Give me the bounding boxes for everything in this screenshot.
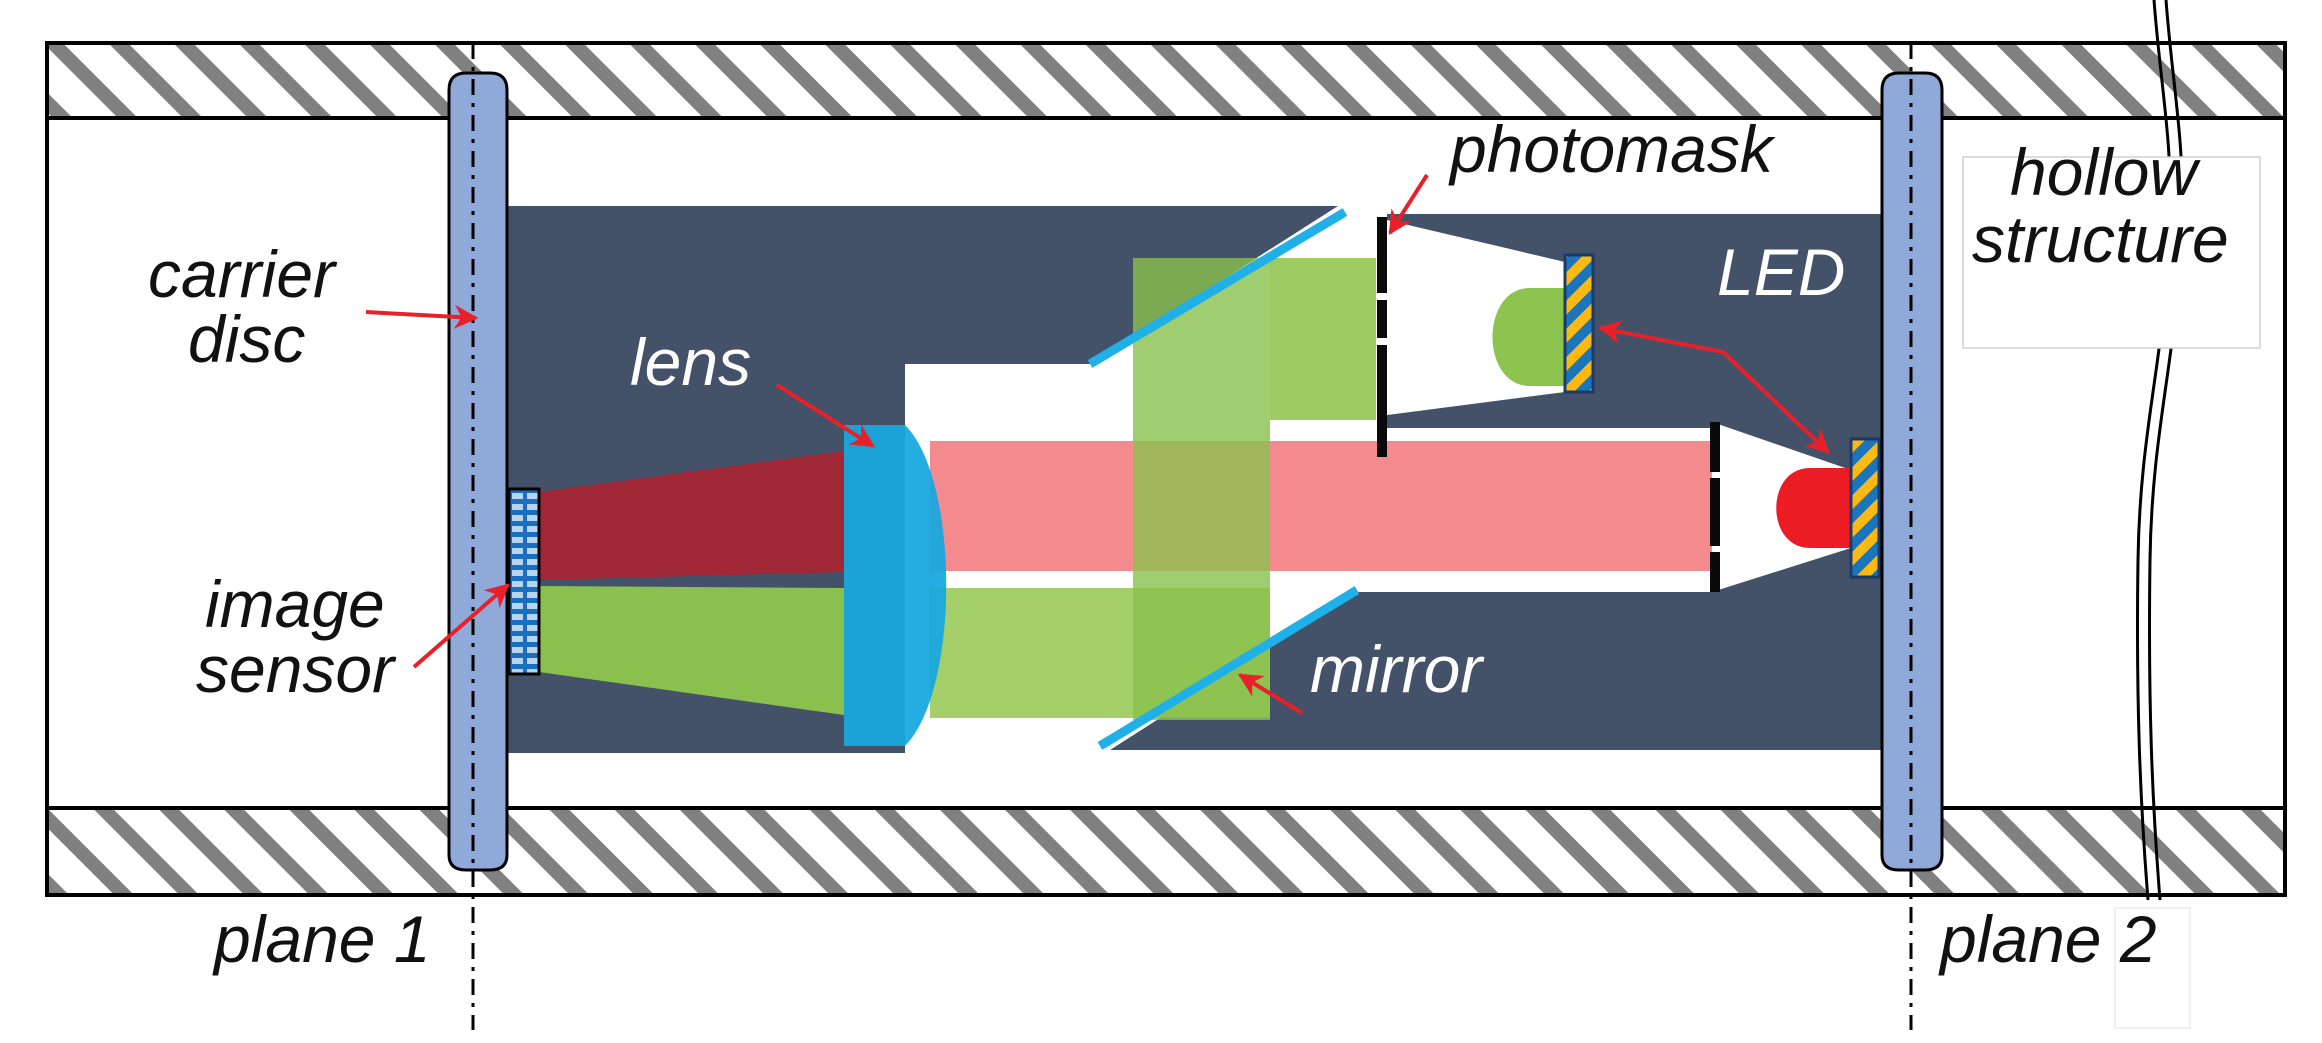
lens-label: lens (630, 325, 751, 399)
carrier-disc-label-1: carrier (148, 237, 338, 311)
break-mark (2135, 0, 2184, 901)
led-arrow (1597, 320, 1830, 454)
bottom-wall-hatch (45, 806, 2287, 897)
green-led (1492, 288, 1565, 386)
plane2-label-box (2114, 907, 2191, 1029)
carrier-disc-label-2: disc (188, 302, 305, 376)
red-led (1776, 468, 1851, 548)
mirror-bottom (1097, 586, 1360, 750)
photomask-label: photomask (1448, 112, 1776, 186)
photomask-upper (1377, 217, 1387, 457)
hollow-structure-label-box (1962, 156, 2261, 349)
photomask-arrow (1388, 173, 1429, 236)
lens (844, 425, 947, 746)
red-beam-focused (539, 451, 844, 580)
annotation-arrows (365, 173, 1830, 715)
green-beam-upper (1270, 258, 1376, 420)
mirror-top (1087, 208, 1348, 368)
carrier-disc-1 (447, 43, 509, 1030)
photomask-lower (1710, 422, 1720, 592)
hollow-structure-label-2: structure (1972, 202, 2229, 276)
green-led-chip (1563, 253, 1595, 394)
image-sensor-label-1: image (205, 567, 385, 641)
mirror-arrow (1237, 673, 1304, 715)
green-beam-vertical (1133, 258, 1270, 720)
top-wall-hatch (45, 41, 2287, 120)
red-beam-collimated (930, 441, 1712, 571)
carrier-disc-2 (1880, 43, 1944, 1030)
plane2-label: plane 2 (1938, 902, 2157, 976)
image-sensor-label-2: sensor (196, 632, 397, 706)
hollow-structure-label-1: hollow (2010, 135, 2201, 209)
image-sensor (507, 487, 541, 676)
green-beam-focused (539, 586, 844, 715)
mirror-label: mirror (1310, 632, 1485, 706)
led-label: LED (1717, 235, 1845, 309)
image-sensor-arrow (412, 583, 510, 669)
red-led-chip (1849, 437, 1881, 579)
lens-arrow (775, 383, 876, 448)
plane1-label: plane 1 (212, 902, 431, 976)
carrier-disc-arrow (365, 304, 479, 329)
light-beams (539, 258, 1712, 720)
